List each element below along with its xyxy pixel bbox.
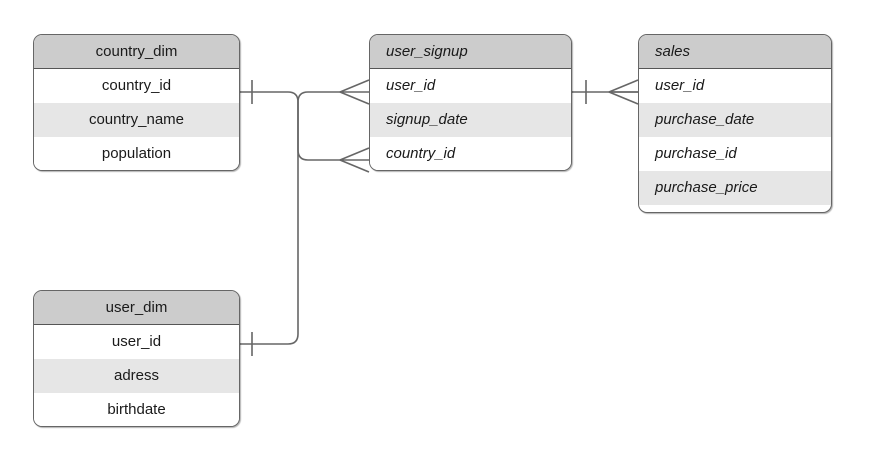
- field-user-signup-country-id[interactable]: country_id: [370, 137, 571, 170]
- crowsfoot-user-signup-country-id: [339, 147, 370, 173]
- field-user-signup-user-id[interactable]: user_id: [370, 69, 571, 103]
- field-country-dim-country-name[interactable]: country_name: [34, 103, 239, 137]
- field-sales-purchase-price[interactable]: purchase_price: [639, 171, 831, 205]
- field-user-signup-signup-date[interactable]: signup_date: [370, 103, 571, 137]
- entity-user-signup[interactable]: user_signup user_id signup_date country_…: [369, 34, 572, 171]
- crowsfoot-user-signup-user-id: [339, 79, 370, 105]
- field-country-dim-country-id[interactable]: country_id: [34, 69, 239, 103]
- entity-title-country-dim: country_dim: [34, 35, 239, 69]
- entity-country-dim[interactable]: country_dim country_id country_name popu…: [33, 34, 240, 171]
- entity-title-user-dim: user_dim: [34, 291, 239, 325]
- field-user-dim-adress[interactable]: adress: [34, 359, 239, 393]
- field-sales-purchase-date[interactable]: purchase_date: [639, 103, 831, 137]
- connector-junction-to-user-signup-user-id: [297, 91, 340, 103]
- entity-user-dim[interactable]: user_dim user_id adress birthdate: [33, 290, 240, 427]
- entity-title-sales: sales: [639, 35, 831, 69]
- connector-junction-to-user-dim: [240, 102, 299, 345]
- field-sales-purchase-id[interactable]: purchase_id: [639, 137, 831, 171]
- entity-title-user-signup: user_signup: [370, 35, 571, 69]
- entity-sales[interactable]: sales user_id purchase_date purchase_id …: [638, 34, 832, 213]
- field-user-dim-user-id[interactable]: user_id: [34, 325, 239, 359]
- field-country-dim-population[interactable]: population: [34, 137, 239, 170]
- connector-country-dim-to-junction: [240, 91, 340, 161]
- crowsfoot-sales-user-id: [608, 79, 639, 105]
- field-sales-user-id[interactable]: user_id: [639, 69, 831, 103]
- field-user-dim-birthdate[interactable]: birthdate: [34, 393, 239, 426]
